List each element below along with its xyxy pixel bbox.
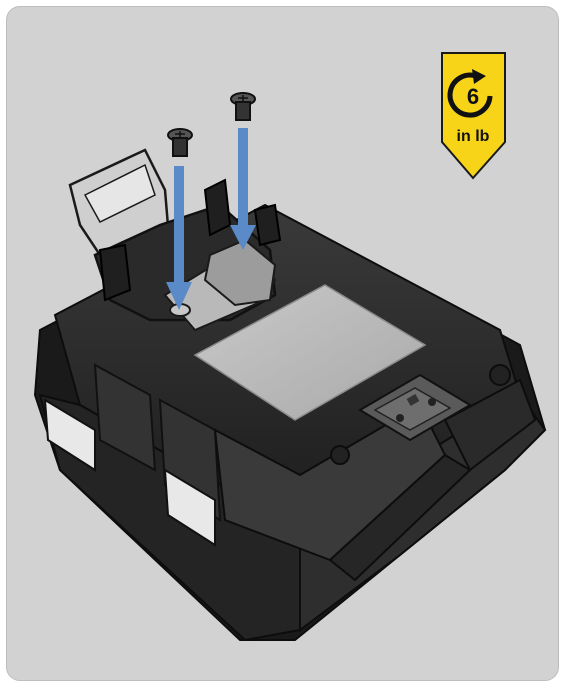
belt-clip [68, 148, 282, 332]
device-body [33, 203, 547, 642]
torque-unit: in lb [457, 128, 490, 145]
torque-rotation-icon [447, 69, 493, 118]
down-arrow-icon [166, 166, 192, 310]
connector-port [358, 373, 472, 442]
down-arrow-icon [230, 128, 256, 250]
torque-value: 6 [467, 84, 479, 109]
label-plate [193, 284, 427, 421]
torque-badge: 6 in lb [441, 52, 506, 180]
screw-icon [230, 92, 256, 121]
screw-icon [167, 128, 193, 157]
